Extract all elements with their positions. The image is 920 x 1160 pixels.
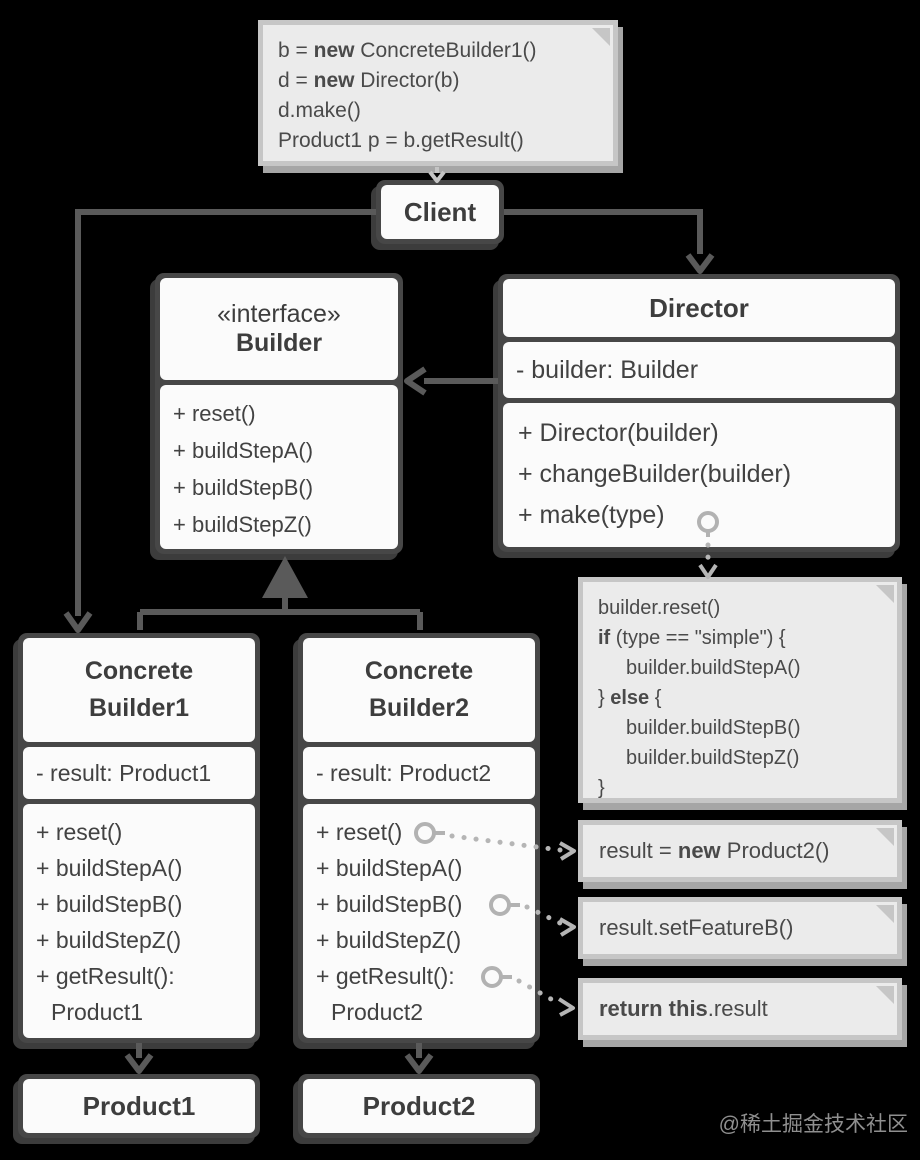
client-code-note: b = new ConcreteBuilder1() d = new Direc… — [258, 20, 618, 166]
class-product2-name: Product2 — [303, 1079, 535, 1133]
note-code-line: Product1 p = b.getResult() — [278, 129, 524, 152]
class-name-line: Builder2 — [368, 694, 470, 722]
class-builder-interface: «interface» Builder + reset() + buildSte… — [155, 273, 403, 554]
director-to-builder-arrow — [404, 366, 427, 396]
method-item: + buildStepZ() — [36, 927, 182, 953]
class-builder-methods: + reset() + buildStepA() + buildStepB() … — [160, 385, 398, 549]
class-client-name: Client — [381, 185, 499, 239]
class-director: Director - builder: Builder + Director(b… — [498, 274, 900, 552]
class-director-header: Director — [503, 279, 895, 337]
note-code-line: b = new ConcreteBuilder1() — [278, 39, 537, 62]
method-item: + Director(builder) — [518, 419, 719, 447]
class-client: Client — [376, 180, 504, 244]
class-concrete-builder2-methods: + reset() + buildStepA() + buildStepB() … — [303, 804, 535, 1038]
method-item: + getResult(): — [36, 963, 175, 989]
class-builder-header: «interface» Builder — [160, 278, 398, 380]
class-product1: Product1 — [18, 1074, 260, 1138]
getresult-note-arrow — [557, 997, 575, 1017]
note-code-line: } else { — [598, 687, 662, 709]
class-name-line: Concrete — [84, 657, 194, 685]
class-concrete-builder1-header: Concrete Builder1 — [23, 638, 255, 742]
builder2-to-product2-arrow — [404, 1053, 434, 1074]
method-item: + buildStepA() — [36, 855, 183, 881]
method-item: + changeBuilder(builder) — [518, 460, 792, 488]
note-code-line: builder.buildStepB() — [626, 717, 801, 739]
client-to-director-line — [504, 209, 703, 254]
stereotype-label: «interface» — [217, 300, 341, 328]
builder1-to-product1-arrow — [124, 1053, 154, 1074]
class-director-name: Director — [649, 292, 749, 323]
note-fold-icon — [875, 904, 895, 930]
note-code-line: } — [598, 777, 605, 799]
note-code-line: builder.reset() — [598, 597, 721, 619]
getresult-impl-note: return this.result — [578, 978, 902, 1040]
method-item: + make(type) — [518, 501, 665, 529]
class-director-methods: + Director(builder) + changeBuilder(buil… — [503, 403, 895, 547]
class-builder-name: Builder — [235, 329, 323, 357]
make-pseudocode-note: builder.reset() if (type == "simple") { … — [578, 577, 902, 803]
note-fold-icon — [875, 584, 895, 609]
class-concrete-builder2: Concrete Builder2 - result: Product2 + r… — [298, 633, 540, 1043]
note-code-line: return this.result — [599, 996, 768, 1021]
method-item: + buildStepA() — [316, 855, 463, 881]
class-name-line: Concrete — [364, 657, 474, 685]
realization-triangle — [262, 556, 308, 598]
note-fold-icon — [875, 827, 895, 853]
note-code-line: if (type == "simple") { — [598, 627, 786, 649]
method-item: + buildStepZ() — [316, 927, 462, 953]
note-code-line: d.make() — [278, 99, 361, 122]
note-fold-icon — [875, 985, 895, 1011]
reset-impl-note: result = new Product2() — [578, 820, 902, 882]
class-concrete-builder2-attribute: - result: Product2 — [303, 747, 535, 799]
class-concrete-builder1-methods: + reset() + buildStepA() + buildStepB() … — [23, 804, 255, 1038]
method-item: + buildStepB() — [173, 475, 314, 500]
method-item: + reset() — [173, 401, 256, 426]
client-to-builder1-arrow — [63, 611, 93, 633]
note-code-line: builder.buildStepA() — [626, 657, 801, 679]
make-note-arrow — [698, 563, 718, 579]
class-product2: Product2 — [298, 1074, 540, 1138]
method-item: + buildStepZ() — [173, 512, 312, 537]
note-fold-icon — [591, 27, 611, 52]
method-item: + buildStepA() — [173, 438, 314, 463]
stepb-note-arrow — [559, 917, 576, 937]
client-to-director-arrow — [685, 253, 715, 274]
note-code-line: d = new Director(b) — [278, 69, 460, 92]
method-item-wrap: Product2 — [331, 999, 424, 1025]
class-concrete-builder1-attribute: - result: Product1 — [23, 747, 255, 799]
method-item: + buildStepB() — [36, 891, 183, 917]
method-item: + buildStepB() — [316, 891, 463, 917]
note-code-line: result.setFeatureB() — [599, 915, 794, 940]
class-product1-name: Product1 — [23, 1079, 255, 1133]
class-director-attribute: - builder: Builder — [503, 342, 895, 398]
reset-note-arrow — [559, 841, 576, 861]
note-code-line: builder.buildStepZ() — [626, 747, 800, 769]
method-item-wrap: Product1 — [51, 999, 144, 1025]
realization-stem — [137, 596, 423, 630]
method-item: + reset() — [36, 819, 123, 845]
stepb-impl-note: result.setFeatureB() — [578, 897, 902, 959]
watermark: @稀土掘金技术社区 — [718, 1113, 908, 1136]
note-code-line: result = new Product2() — [599, 838, 830, 863]
method-item: + reset() — [316, 819, 403, 845]
method-item: + getResult(): — [316, 963, 455, 989]
class-concrete-builder1: Concrete Builder1 - result: Product1 + r… — [18, 633, 260, 1043]
class-name-line: Builder1 — [88, 694, 190, 722]
class-concrete-builder2-header: Concrete Builder2 — [303, 638, 535, 742]
